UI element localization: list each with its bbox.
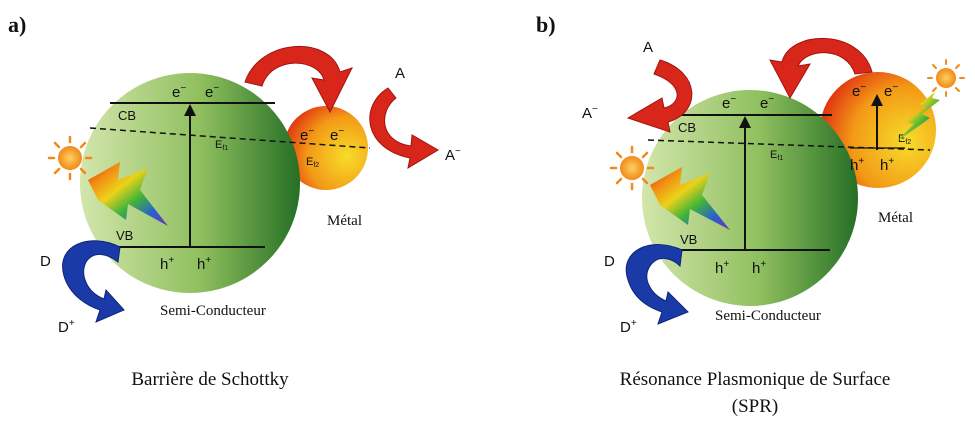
light-bolt-icon-b-metal	[896, 92, 940, 142]
acceptor-arrow-b	[626, 59, 693, 133]
metal-sphere-a	[284, 106, 368, 190]
semiconductor-sphere-b	[642, 90, 858, 306]
ef2-label-b: Ef2	[898, 133, 911, 146]
electron-b-3: e−	[852, 82, 866, 100]
hole-b-1: h+	[715, 259, 729, 277]
metal-label-b: Métal	[878, 210, 913, 226]
light-bolt-icon-b	[650, 167, 730, 230]
panel-b: b) CB VB Ef1 Ef2 e− e− e− e− h+ h+ h+ h+…	[536, 12, 965, 417]
semiconductor-label-b: Semi-Conducteur	[715, 308, 821, 324]
donor-label-b: D	[604, 253, 615, 270]
acceptor-label-a: A	[395, 65, 405, 82]
hole-b-3: h+	[850, 156, 864, 174]
donor-oxidized-label-b: D+	[620, 318, 637, 336]
electron-transfer-arrow-a	[244, 45, 353, 114]
donor-oxidized-label-a: D+	[58, 318, 75, 336]
panel-label-a: a)	[8, 12, 26, 37]
electron-a-3: e−	[300, 126, 314, 144]
caption-b-line2: (SPR)	[732, 396, 778, 417]
hole-a-1: h+	[160, 255, 174, 273]
acceptor-arrow-a	[369, 87, 439, 170]
ef2-label-a: Ef2	[306, 156, 319, 169]
electron-transfer-arrow-b	[769, 37, 873, 100]
vb-label-a: VB	[116, 228, 133, 243]
cb-label-b: CB	[678, 120, 696, 135]
electron-a-1: e−	[172, 83, 186, 101]
panel-label-b: b)	[536, 12, 556, 37]
hole-b-4: h+	[880, 156, 894, 174]
light-bolt-icon-a	[88, 162, 168, 226]
ef-line-a	[89, 127, 371, 149]
acceptor-reduced-label-b: A−	[582, 104, 598, 122]
caption-a: Barrière de Schottky	[131, 369, 289, 390]
hole-b-2: h+	[752, 259, 766, 277]
caption-b: Résonance Plasmonique de Surface	[620, 369, 891, 390]
sun-icon-a	[47, 135, 93, 181]
acceptor-label-b: A	[643, 39, 653, 56]
donor-arrow-a	[62, 240, 125, 323]
donor-arrow-b	[625, 244, 689, 325]
electron-b-4: e−	[884, 82, 898, 100]
panel-a: a) CB VB Ef1 Ef2 e− e− e− e− h+ h+ A A− …	[8, 12, 461, 390]
electron-b-1: e−	[722, 94, 736, 112]
donor-label-a: D	[40, 253, 51, 270]
sun-icon-b	[609, 145, 655, 191]
hole-a-2: h+	[197, 255, 211, 273]
ef1-label-a: Ef1	[215, 139, 228, 152]
vb-label-b: VB	[680, 232, 697, 247]
electron-a-2: e−	[205, 83, 219, 101]
electron-a-4: e−	[330, 126, 344, 144]
electron-b-2: e−	[760, 94, 774, 112]
semiconductor-label-a: Semi-Conducteur	[160, 303, 266, 319]
acceptor-reduced-label-a: A−	[445, 146, 461, 164]
ef1-label-b: Ef1	[770, 149, 783, 162]
metal-label-a: Métal	[327, 213, 362, 229]
sun-icon-b-metal	[927, 59, 965, 97]
cb-label-a: CB	[118, 108, 136, 123]
